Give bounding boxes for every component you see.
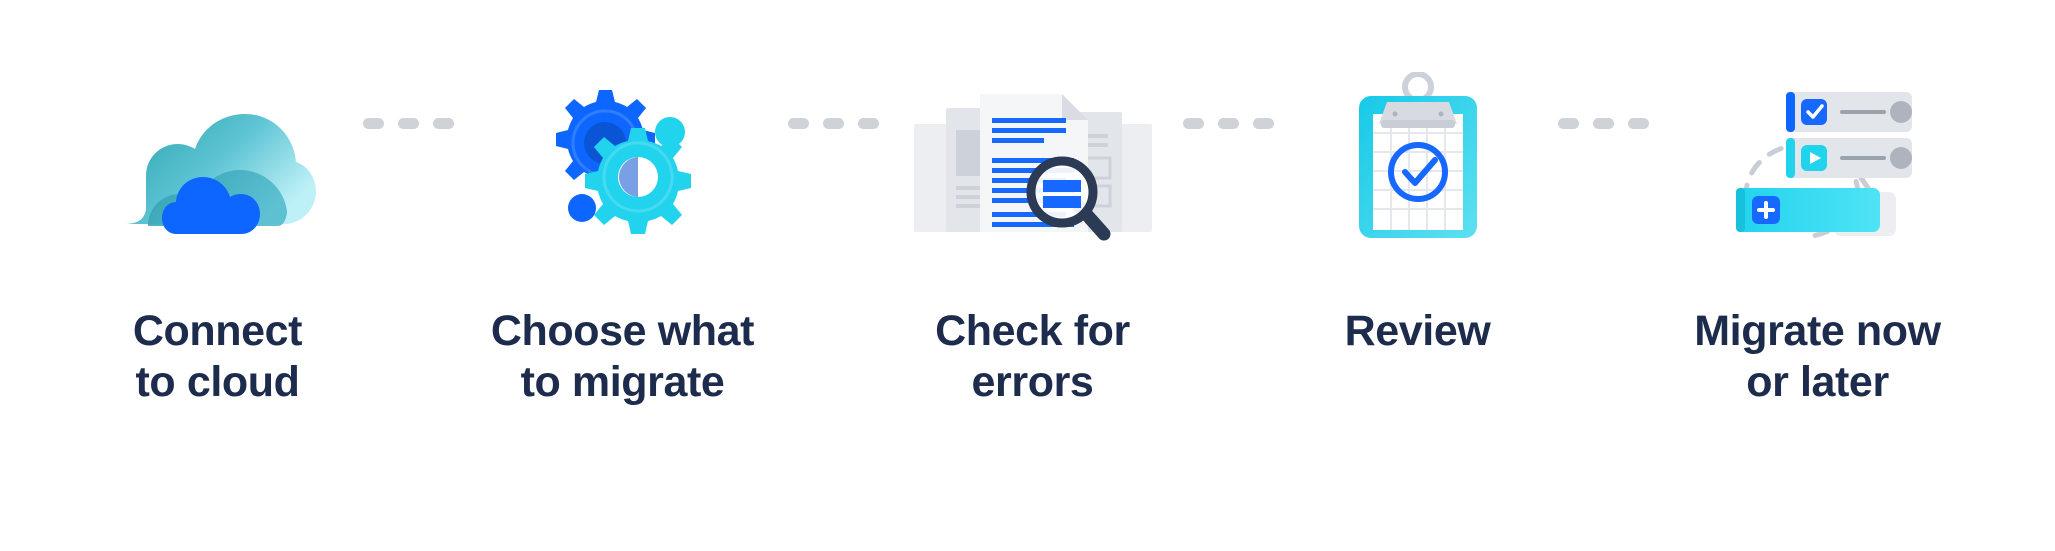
step-connect-to-cloud[interactable]: Connect to cloud: [73, 52, 363, 407]
clipboard-check-icon: [1343, 52, 1493, 242]
connector-dash: [1217, 117, 1239, 129]
step-label-migrate-now-or-later: Migrate now or later: [1694, 307, 1941, 406]
connector-dash: [1182, 117, 1204, 129]
step-choose-what-to-migrate[interactable]: Choose what to migrate: [458, 52, 788, 407]
step-label-check-for-errors: Check for errors: [935, 307, 1130, 406]
connector-dots: [1182, 52, 1274, 242]
connector-dash: [362, 117, 384, 129]
step-migrate-now-or-later[interactable]: Migrate now or later: [1653, 52, 1983, 407]
cloud-icon: [118, 52, 318, 242]
step-check-for-errors[interactable]: Check for errors: [883, 52, 1183, 407]
connector-dash: [397, 117, 419, 129]
connector-dash: [432, 117, 454, 129]
connector-dash: [787, 117, 809, 129]
gears-icon: [533, 52, 713, 242]
connector-dash: [1557, 117, 1579, 129]
connector-4-5: [1557, 52, 1653, 242]
step-label-choose-what-to-migrate: Choose what to migrate: [490, 307, 755, 406]
connector-2-3: [787, 52, 883, 242]
connector-dots: [787, 52, 879, 242]
step-label-review: Review: [1344, 307, 1491, 355]
step-review[interactable]: Review: [1278, 52, 1558, 357]
migrate-schedule-icon: [1708, 52, 1928, 242]
connector-dash: [822, 117, 844, 129]
connector-dash: [1627, 117, 1649, 129]
connector-3-4: [1182, 52, 1278, 242]
connector-1-2: [362, 52, 458, 242]
connector-dots: [1557, 52, 1649, 242]
connector-dash: [1252, 117, 1274, 129]
connector-dash: [857, 117, 879, 129]
connector-dots: [362, 52, 454, 242]
step-label-connect-to-cloud: Connect to cloud: [132, 307, 303, 406]
connector-dash: [1592, 117, 1614, 129]
document-magnifier-icon: [908, 52, 1158, 242]
